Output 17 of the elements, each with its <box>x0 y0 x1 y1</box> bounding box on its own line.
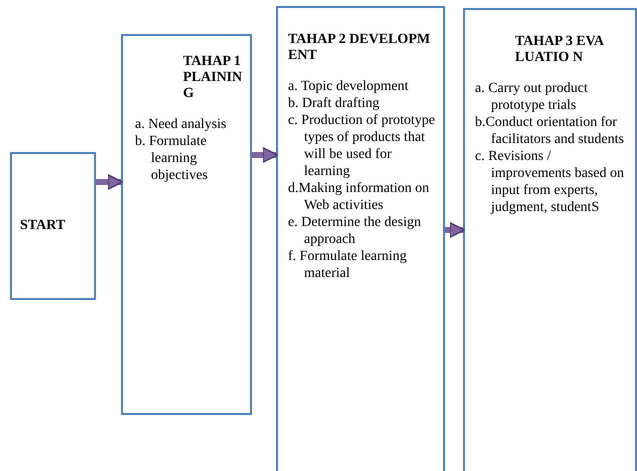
list-item: c. Revisions / improvements based on input from experts, judgment, studentS <box>475 148 625 216</box>
stage-box <box>276 6 445 471</box>
stage-heading: TAHAP 3 EVALUATIO N <box>515 34 605 66</box>
stage-heading: TAHAP 2 DEVELOPMENT <box>288 32 432 64</box>
stage-heading: START <box>20 218 66 234</box>
list-item: f. Formulate learning material <box>288 248 408 282</box>
list-item: b. Formulate learning objectives <box>135 133 209 184</box>
block-arrow <box>96 174 124 190</box>
block-arrow <box>445 222 466 238</box>
list-item: b. Draft drafting <box>288 95 380 112</box>
list-item: a. Topic development <box>288 78 410 95</box>
stage-heading: TAHAP 1 PLAINING <box>183 54 243 102</box>
block-arrow <box>252 147 278 163</box>
stage-box <box>121 34 252 415</box>
stage-box <box>463 8 637 471</box>
start-box <box>10 152 96 300</box>
list-item: a. Need analysis <box>135 116 228 133</box>
